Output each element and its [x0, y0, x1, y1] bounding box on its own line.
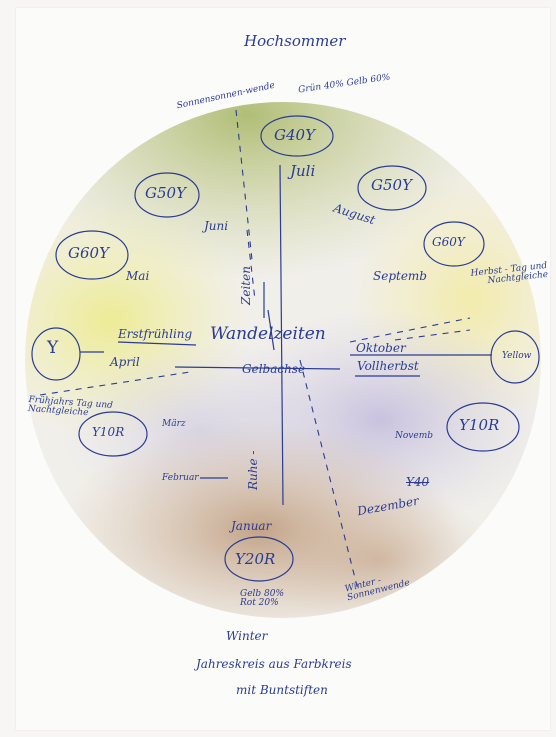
label-april: April	[110, 355, 140, 369]
label-ruhe: Ruhe -	[246, 450, 260, 490]
caption-line-2: mit Buntstiften	[236, 683, 328, 697]
circle-g40y	[260, 115, 334, 157]
circle-g60y-right	[423, 221, 485, 267]
label-mai: Mai	[126, 269, 150, 283]
label-hochsommer: Hochsommer	[244, 32, 346, 50]
label-g40y: G40Y	[274, 126, 315, 144]
label-g50y-right: G50Y	[371, 176, 412, 194]
dashed-axis-lower	[299, 359, 359, 591]
label-y10r-left: Y10R	[92, 425, 125, 439]
label-maerz: März	[162, 419, 186, 429]
circle-g50y-left	[134, 172, 200, 218]
label-y40: Y40	[406, 475, 430, 489]
label-zeiten: Zeiten	[239, 266, 253, 305]
dashed-autumn-line	[349, 317, 471, 343]
label-juni: Juni	[204, 219, 229, 233]
label-g60y-left: G60Y	[68, 244, 109, 262]
label-gelbachse: Gelbachse	[242, 362, 306, 376]
label-g60y-right: G60Y	[432, 235, 465, 249]
label-juli: Juli	[290, 162, 316, 180]
dashed-axis-top	[235, 109, 253, 261]
caption-line-1: Jahreskreis aus Farbkreis	[196, 657, 352, 671]
label-y20r: Y20R	[235, 550, 276, 568]
circle-y10r-right	[446, 402, 520, 452]
label-y10r-right: Y10R	[459, 416, 500, 434]
dashed-autumn-line-2	[394, 329, 471, 341]
gelbachse-line	[174, 366, 341, 370]
label-november: Novemb	[395, 431, 433, 441]
vertical-axis-line	[279, 164, 284, 506]
circle-y20r	[224, 536, 294, 582]
dashed-spring-line	[39, 371, 191, 396]
label-vollherbst: Vollherbst	[357, 359, 419, 373]
circle-y-right	[490, 330, 540, 384]
zeiten-tick	[267, 309, 275, 351]
circle-y-left	[31, 327, 81, 381]
label-oktober: Oktober	[356, 341, 406, 355]
label-januar: Januar	[231, 519, 272, 533]
label-september: Septemb	[373, 269, 427, 283]
label-wandelzeiten: Wandelzeiten	[210, 324, 326, 344]
label-februar: Februar	[162, 473, 199, 483]
circle-y10r-left	[78, 411, 148, 457]
label-winter: Winter	[226, 629, 268, 643]
label-erstfruehling: Erstfrühling	[118, 327, 193, 341]
label-y-left: Y	[47, 338, 59, 358]
circle-g50y-right	[357, 165, 427, 211]
label-yellow: Yellow	[502, 351, 532, 361]
label-g50y-left: G50Y	[145, 184, 186, 202]
circle-g60y-left	[55, 230, 129, 280]
label-gelb-rot: Gelb 80% Rot 20%	[240, 589, 285, 608]
erstfruehling-underline	[117, 341, 197, 346]
